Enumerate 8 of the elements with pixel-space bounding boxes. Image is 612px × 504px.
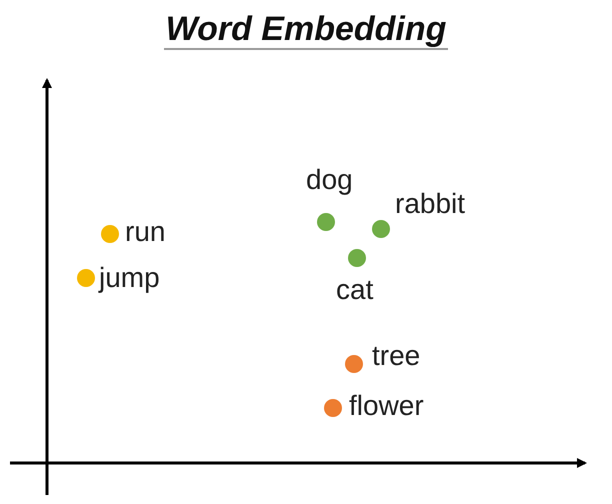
word-label: rabbit bbox=[395, 188, 466, 220]
word-label: jump bbox=[99, 262, 160, 294]
word-label: run bbox=[125, 216, 166, 248]
title: Word Embedding bbox=[164, 10, 448, 50]
word-label: dog bbox=[306, 164, 353, 196]
word-label: flower bbox=[349, 390, 424, 422]
word-label: tree bbox=[372, 340, 420, 372]
word-label: cat bbox=[336, 274, 374, 306]
